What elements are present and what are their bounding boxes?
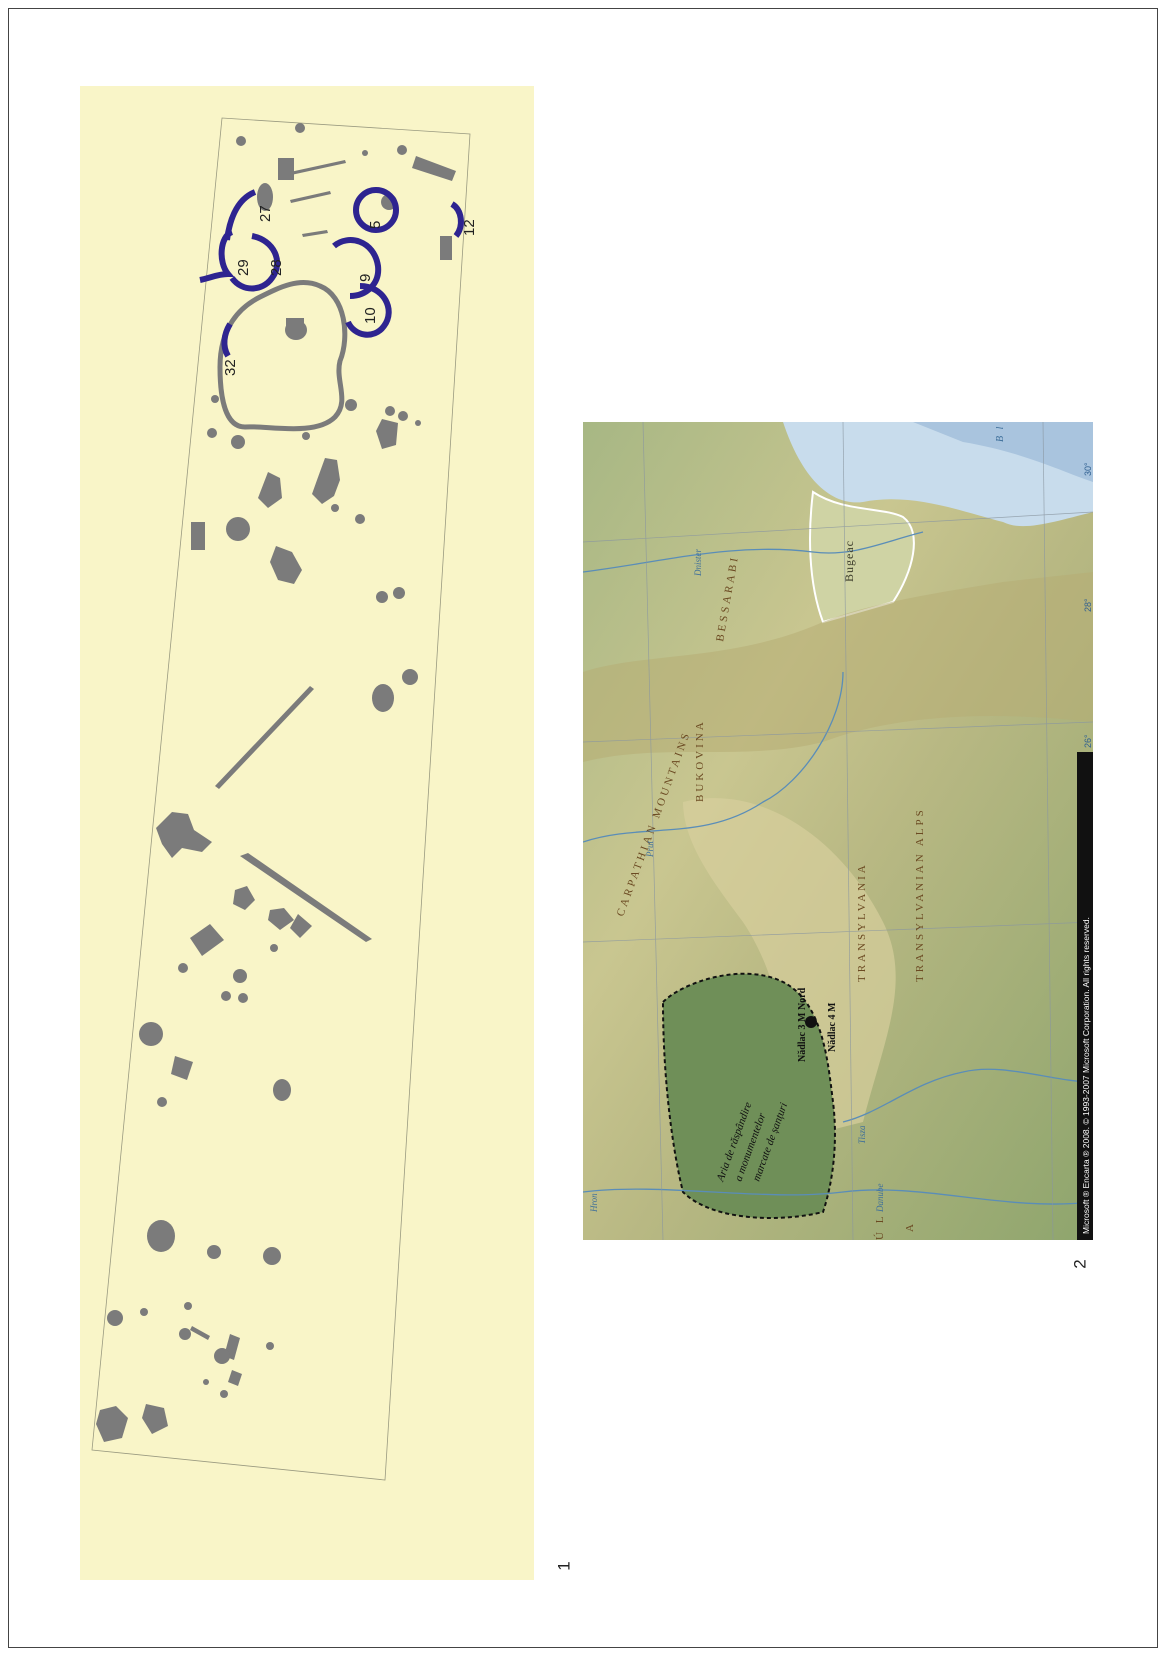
nadlac-site-marker bbox=[805, 1016, 817, 1028]
graticule bbox=[583, 422, 1093, 1240]
ring-ditches bbox=[199, 187, 464, 358]
graticule-label-30: 30° bbox=[1083, 462, 1093, 476]
excavation-plan-svg: 27 29 28 5 9 10 12 32 bbox=[91, 117, 478, 1481]
river-label-dnister: Dnister bbox=[693, 549, 703, 577]
site-label-nadlac-4: Nădlac 4 M bbox=[827, 1002, 838, 1052]
excavation-plan: 27 29 28 5 9 10 12 32 bbox=[80, 86, 534, 1580]
location-map-svg: BUKOVINA CARPATHIAN MOUNTAINS BESSARABI … bbox=[583, 422, 1093, 1240]
graticule-label-26: 26° bbox=[1083, 734, 1093, 748]
bugeac-region bbox=[809, 490, 915, 624]
enclosure-ditch bbox=[217, 280, 348, 432]
figure-label-2: 2 bbox=[1070, 1259, 1090, 1269]
excavation-trench-outline bbox=[91, 117, 471, 1481]
map-label-bugeac: Bugeac bbox=[842, 540, 856, 582]
distribution-area bbox=[661, 972, 836, 1219]
feature-label-27: 27 bbox=[257, 205, 274, 222]
figure-label-1: 1 bbox=[554, 1561, 574, 1571]
river-label-prut: Prut bbox=[645, 841, 655, 859]
river-label-tisza: Tisza bbox=[857, 1125, 867, 1144]
feature-number-labels: 27 29 28 5 9 10 12 32 bbox=[222, 205, 478, 376]
feature-label-12: 12 bbox=[461, 219, 478, 236]
rivers bbox=[583, 531, 1093, 1205]
feature-label-29: 29 bbox=[235, 259, 252, 276]
map-label-ul: Ú L bbox=[874, 1214, 886, 1240]
excavation-features bbox=[96, 123, 456, 1442]
page-frame bbox=[8, 8, 1158, 1648]
location-map: BUKOVINA CARPATHIAN MOUNTAINS BESSARABI … bbox=[583, 422, 1093, 1240]
feature-label-5: 5 bbox=[367, 221, 384, 229]
graticule-label-28: 28° bbox=[1083, 598, 1093, 612]
map-label-bukovina: BUKOVINA bbox=[694, 719, 706, 802]
map-label-transylvania: TRANSYLVANIA bbox=[856, 862, 868, 982]
copyright-text: Microsoft ® Encarta ® 2008. © 1993-2007 … bbox=[1081, 917, 1091, 1234]
feature-label-28: 28 bbox=[268, 259, 285, 276]
feature-label-9: 9 bbox=[357, 274, 374, 282]
river-label-hron: Hron bbox=[589, 1193, 599, 1213]
sea-label: B l a c k S e a bbox=[995, 422, 1006, 442]
feature-label-32: 32 bbox=[222, 359, 239, 376]
map-label-a: A bbox=[904, 1221, 916, 1232]
copyright-bar bbox=[1077, 752, 1093, 1240]
site-label-nadlac-3: Nădlac 3 M Nord bbox=[797, 987, 808, 1062]
map-label-transylvanian-alps: TRANSYLVANIAN ALPS bbox=[914, 807, 926, 982]
feature-label-10: 10 bbox=[362, 307, 379, 324]
river-label-danube: Danube bbox=[875, 1184, 885, 1214]
